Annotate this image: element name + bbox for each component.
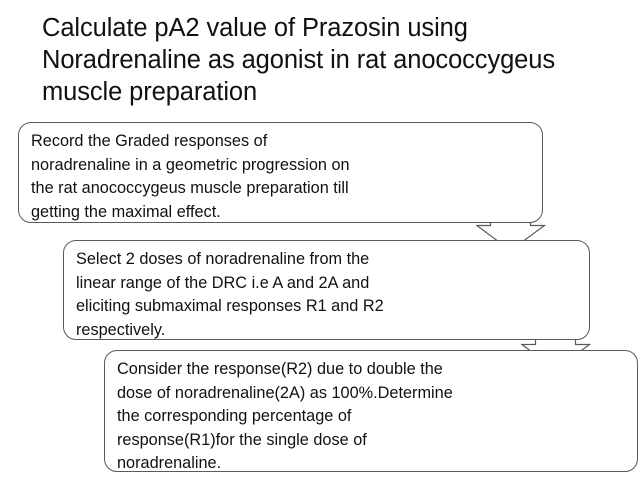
flow-step-text: Consider the response(R2) due to double … — [117, 360, 453, 472]
page-title: Calculate pA2 value of Prazosin using No… — [42, 14, 555, 106]
flow-step-text: Record the Graded responses of noradrena… — [31, 132, 350, 221]
flow-step-box-2[interactable]: Select 2 doses of noradrenaline from the… — [63, 240, 590, 340]
flow-step-text: Select 2 doses of noradrenaline from the… — [76, 250, 384, 339]
flow-step-box-3[interactable]: Consider the response(R2) due to double … — [104, 350, 638, 472]
flow-step-box-1[interactable]: Record the Graded responses of noradrena… — [18, 122, 543, 223]
